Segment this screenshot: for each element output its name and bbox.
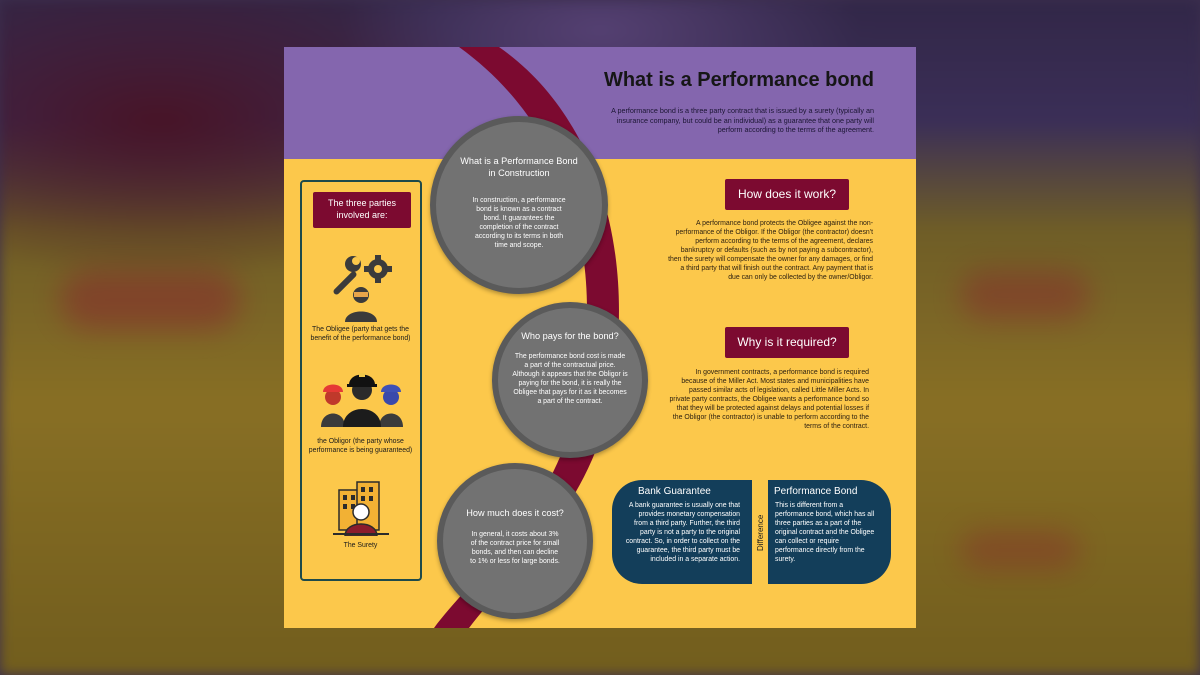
construction-circle: What is a Performance Bond in Constructi… (430, 116, 608, 294)
obligee-icon (333, 255, 392, 322)
performance-bond-heading: Performance Bond (774, 486, 858, 497)
who-pays-body: The performance bond cost is made a part… (512, 353, 628, 405)
background-blob (60, 270, 240, 330)
obligor-icon (321, 373, 403, 427)
difference-label: Difference (756, 514, 765, 551)
how-it-works-body: A performance bond protects the Obligee … (668, 220, 873, 281)
background-blob (960, 530, 1080, 570)
bank-guarantee-box: Bank Guarantee A bank guarantee is usual… (612, 480, 752, 584)
performance-bond-body: This is different from a performance bon… (775, 502, 875, 563)
who-pays-circle: Who pays for the bond? The performance b… (492, 302, 648, 458)
bank-guarantee-body: A bank guarantee is usually one that pro… (625, 502, 740, 563)
obligee-label: The Obligee (party that gets the benefit… (310, 326, 411, 342)
cost-circle: How much does it cost? In general, it co… (437, 463, 593, 619)
parties-heading: The three parties involved are: (313, 192, 411, 228)
surety-icon (333, 481, 389, 536)
page-title: What is a Performance bond (603, 69, 874, 91)
header-band (284, 47, 916, 159)
obligor-label: the Obligor (the party whose performance… (308, 438, 413, 454)
bank-guarantee-heading: Bank Guarantee (638, 486, 711, 497)
parties-panel: The three parties involved are: The Obli… (300, 180, 422, 581)
background-blob (960, 270, 1090, 320)
surety-label: The Surety (343, 542, 378, 549)
cost-title: How much does it cost? (466, 508, 564, 518)
intro-text: A performance bond is a three party cont… (611, 106, 874, 134)
construction-body: In construction, a performance bond is k… (472, 197, 566, 249)
who-pays-title: Who pays for the bond? (521, 331, 619, 341)
how-it-works-heading: How does it work? (725, 179, 849, 210)
cost-body: In general, it costs about 3% of the con… (470, 531, 560, 565)
infographic-card: What is a Performance bond A performance… (284, 47, 916, 628)
why-required-heading: Why is it required? (725, 327, 849, 358)
construction-title: What is a Performance Bond in Constructi… (460, 156, 578, 178)
why-required-body: In government contracts, a performance b… (669, 369, 869, 430)
performance-bond-box: Performance Bond This is different from … (768, 480, 891, 584)
